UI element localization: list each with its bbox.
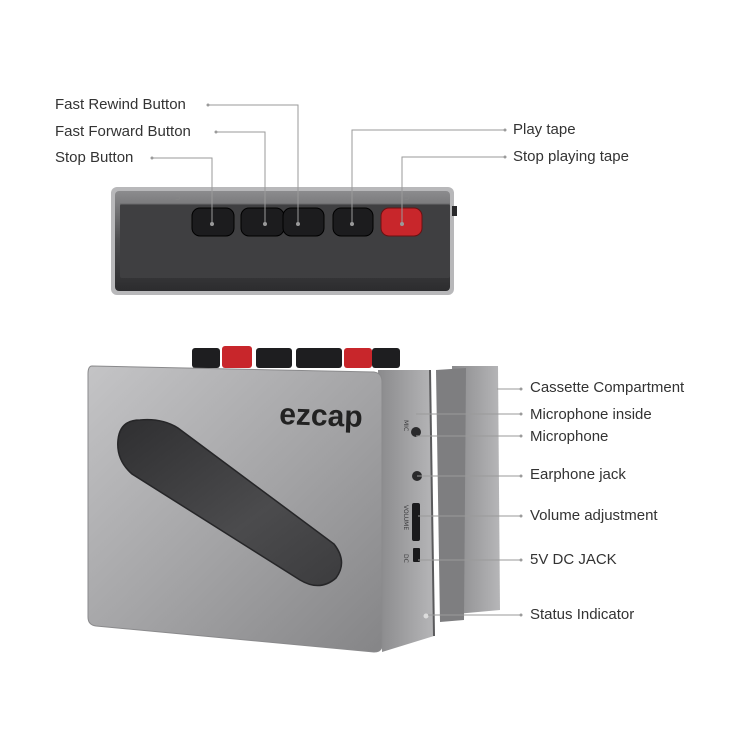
mic-marking: MIC (402, 420, 409, 431)
back-unit-edge (436, 368, 466, 622)
leader-stop-playing (401, 156, 505, 224)
label-microphone-inside: Microphone inside (530, 406, 652, 423)
leader-play (351, 129, 505, 224)
key-5 (344, 348, 372, 368)
top-mark-right: ⊃ (404, 194, 410, 202)
label-volume-adjustment: Volume adjustment (530, 507, 658, 524)
perspective-view (87, 346, 500, 653)
status-led (423, 613, 429, 619)
label-status-indicator: Status Indicator (530, 606, 635, 623)
brand-logo: ezcap (279, 398, 363, 434)
top-view: ⊃ ⊃ (111, 187, 457, 295)
microphone-port (411, 427, 421, 437)
key-2 (222, 346, 252, 368)
tape-window (117, 418, 343, 587)
fast-forward-button-shape (282, 207, 325, 237)
label-microphone: Microphone (530, 428, 609, 445)
label-fast-forward: Fast Forward Button (55, 123, 191, 140)
dc-port (413, 548, 420, 562)
volume-marking: VOLUME (402, 505, 409, 530)
label-cassette-compartment: Cassette Compartment (530, 379, 685, 396)
leader-fast-rewind (208, 104, 299, 224)
side-panel (378, 370, 434, 652)
label-dc-jack: 5V DC JACK (530, 551, 617, 568)
volume-wheel (412, 503, 420, 541)
label-stop-playing: Stop playing tape (513, 148, 629, 165)
top-mark-left: ⊃ (175, 194, 181, 202)
dc-marking: DC (402, 554, 409, 563)
leader-lines (150, 103, 523, 617)
label-play: Play tape (513, 121, 576, 138)
label-fast-rewind: Fast Rewind Button (55, 96, 186, 113)
stop-button-shape (191, 207, 235, 237)
key-1 (192, 348, 220, 368)
play-button-shape (332, 207, 374, 237)
key-3 (256, 348, 292, 368)
leader-stop (152, 157, 213, 224)
top-side-switch (452, 206, 457, 216)
fast-rewind-button-shape (240, 207, 285, 237)
key-4 (296, 348, 342, 368)
label-stop: Stop Button (55, 149, 134, 166)
label-earphone-jack: Earphone jack (530, 466, 626, 483)
key-6 (372, 348, 400, 368)
leader-fast-forward (216, 131, 266, 224)
